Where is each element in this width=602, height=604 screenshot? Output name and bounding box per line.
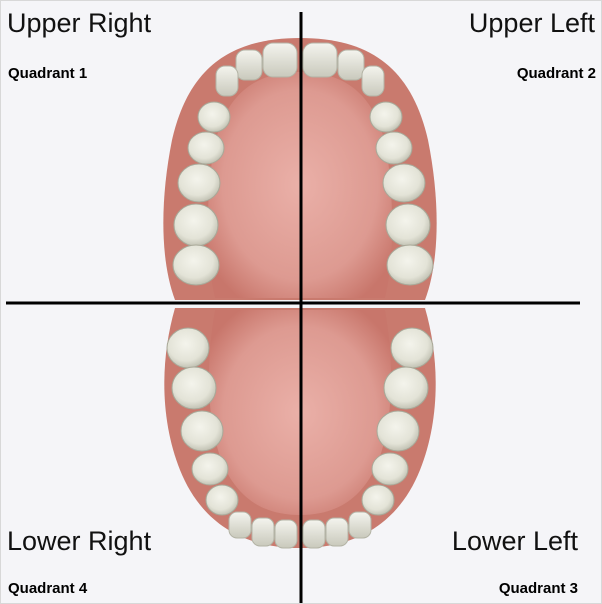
- lower-left-teeth: [361, 327, 434, 516]
- lower-left-title: Lower Left: [451, 526, 578, 556]
- upper-left-title: Upper Left: [468, 8, 595, 38]
- upper-right-title: Upper Right: [7, 8, 152, 38]
- upper-right-teeth: [172, 101, 231, 286]
- quadrant-1-label: Quadrant 1: [8, 65, 88, 82]
- quadrant-2-label: Quadrant 2: [516, 65, 596, 82]
- upper-incisors: [215, 42, 385, 97]
- quadrant-3-label: Quadrant 3: [498, 580, 578, 597]
- lower-right-title: Lower Right: [7, 526, 152, 556]
- upper-left-teeth: [369, 101, 434, 286]
- lower-incisors: [228, 511, 372, 549]
- quadrant-4-label: Quadrant 4: [8, 580, 88, 597]
- lower-right-teeth: [166, 327, 239, 516]
